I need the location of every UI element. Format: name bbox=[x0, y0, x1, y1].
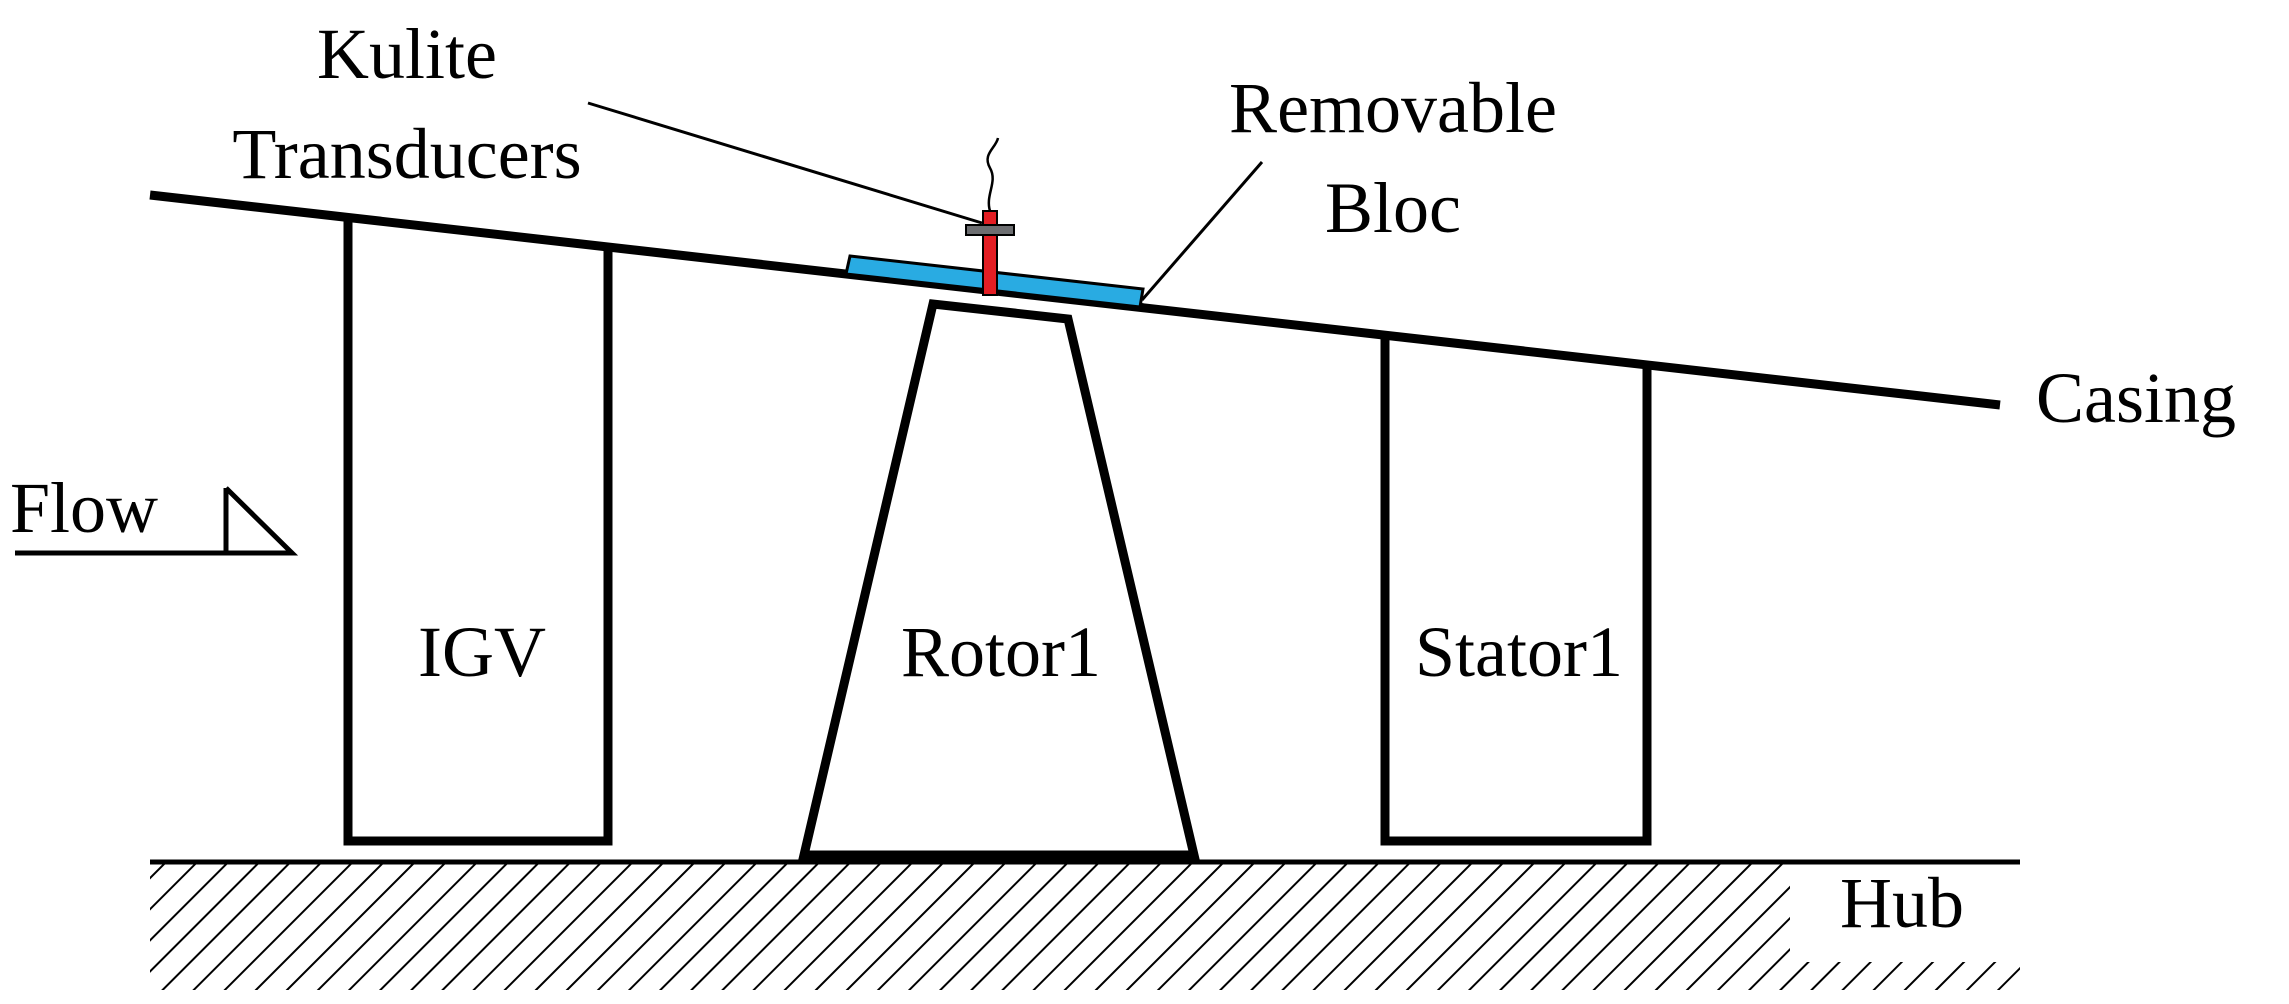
kulite-label-line1: Kulite bbox=[317, 14, 497, 94]
igv-label: IGV bbox=[418, 612, 546, 692]
hub-label: Hub bbox=[1840, 863, 1964, 943]
igv-blade bbox=[343, 219, 613, 846]
kulite-leader-line bbox=[587, 101, 983, 225]
rotor-label: Rotor1 bbox=[901, 612, 1101, 692]
flow-label: Flow bbox=[10, 468, 158, 548]
removable-label-line2: Bloc bbox=[1325, 168, 1461, 248]
hub-hatch bbox=[150, 862, 2020, 990]
stator-label: Stator1 bbox=[1415, 612, 1623, 692]
stator-blade bbox=[1380, 338, 1652, 846]
kulite-label-line2: Transducers bbox=[232, 114, 581, 194]
transducer-wire bbox=[986, 137, 1000, 212]
flow-arrow-icon bbox=[223, 486, 299, 556]
hub-label-background bbox=[1790, 862, 2020, 962]
rotor-blade bbox=[798, 299, 1200, 860]
transducer-body bbox=[982, 210, 998, 296]
transducer-cap bbox=[965, 224, 1015, 236]
removable-leader-line bbox=[1140, 161, 1264, 301]
casing-label: Casing bbox=[2036, 358, 2236, 438]
removable-label-line1: Removable bbox=[1229, 68, 1557, 148]
